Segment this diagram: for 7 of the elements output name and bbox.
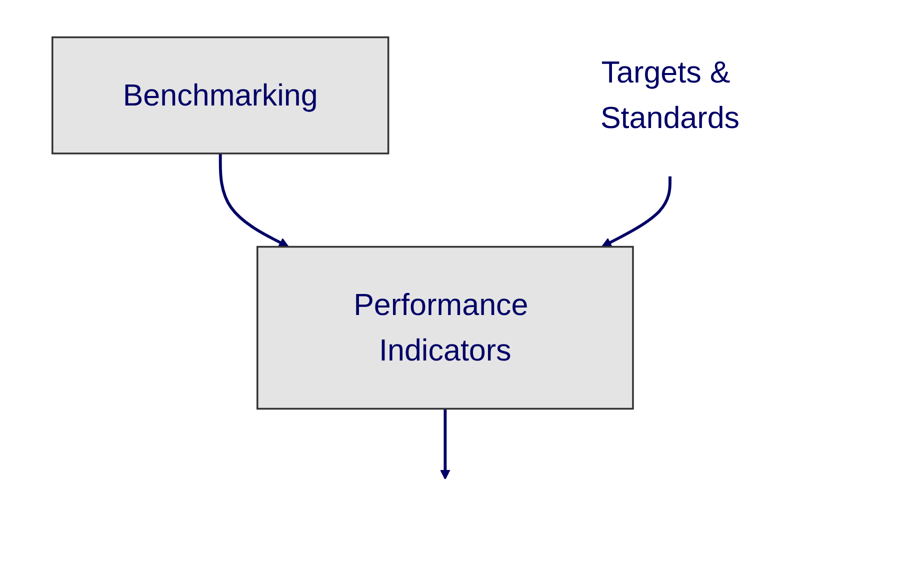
arrow: [440, 408, 450, 480]
arrow: [601, 176, 672, 248]
node-box: [256, 246, 634, 410]
flowchart: Benchmarking Performance Indicators Targets & Standards: [42, 5, 868, 559]
node-box: [51, 36, 390, 154]
arrow: [218, 153, 289, 248]
node-text: Targets & Standards: [600, 54, 740, 136]
